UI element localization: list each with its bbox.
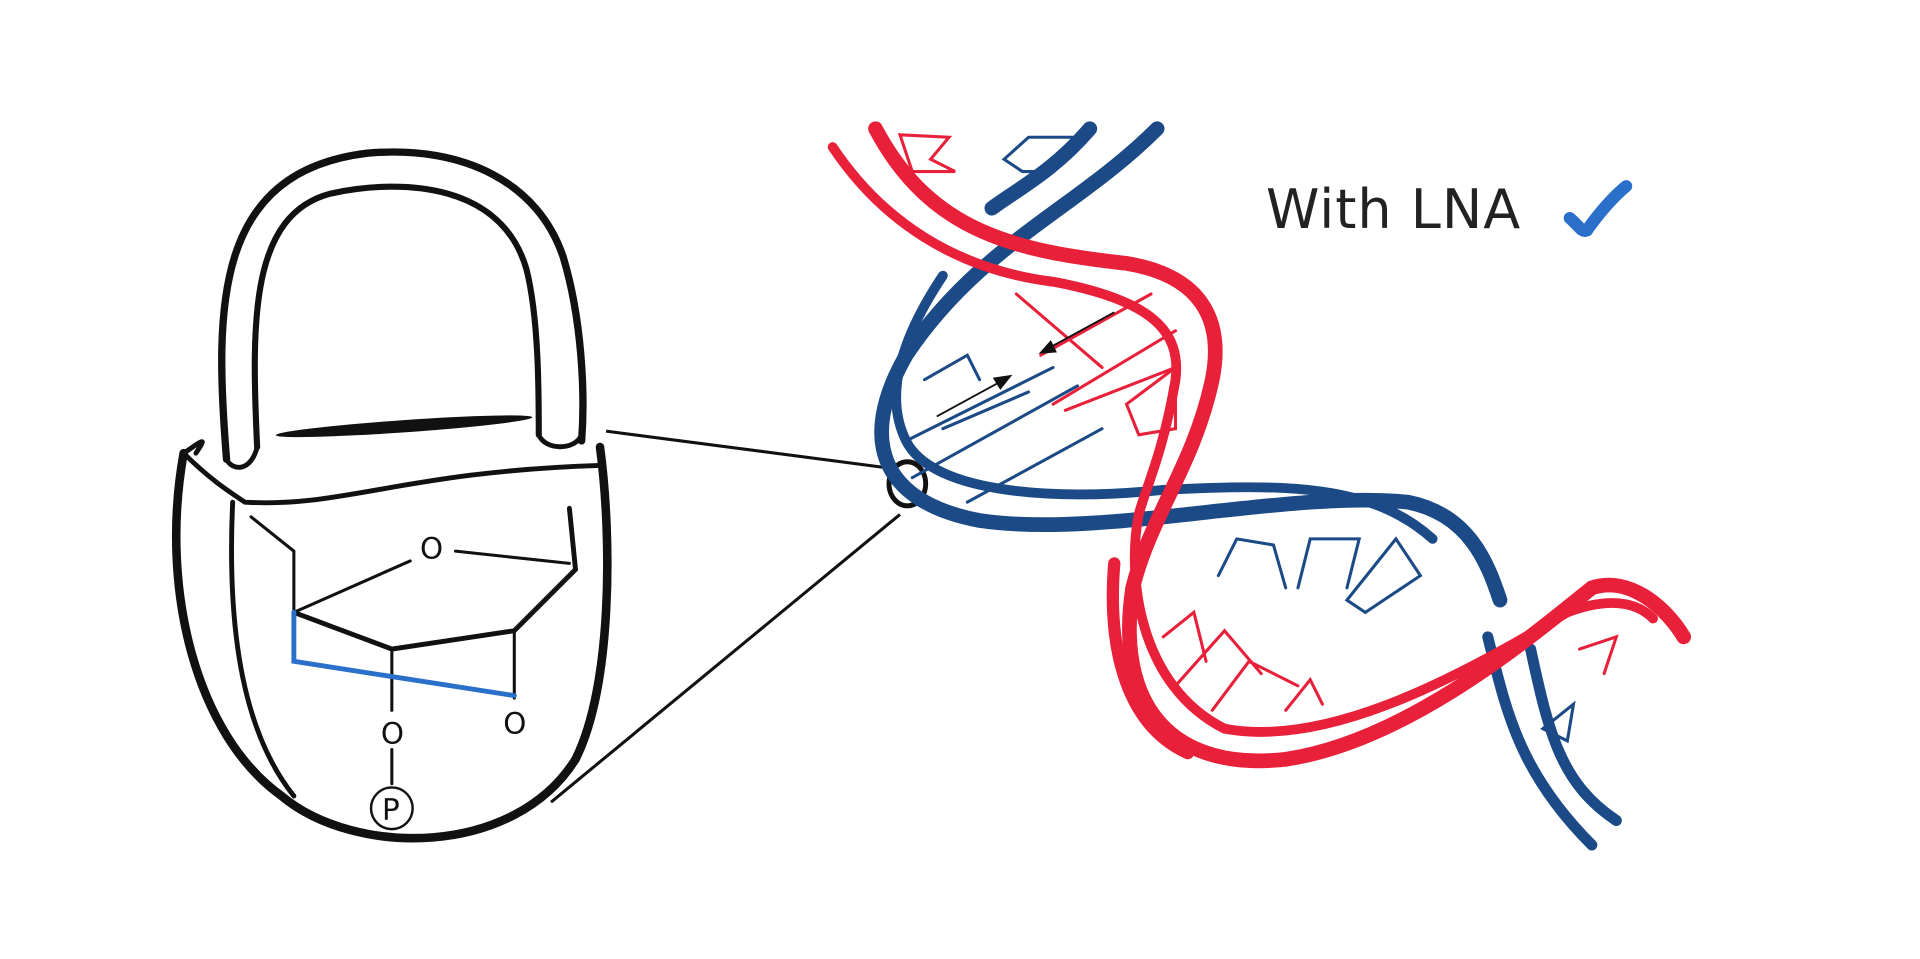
phosphate-oxygen: O — [381, 716, 404, 750]
lna-structure — [249, 505, 579, 831]
red-strand — [868, 121, 1692, 769]
methylene-bridge — [291, 609, 517, 699]
phosphate-circle — [369, 786, 414, 831]
arrows — [936, 311, 1115, 418]
padlock-body — [171, 442, 612, 843]
padlock-shackle-inner — [251, 183, 542, 451]
padlock-bar — [275, 415, 533, 438]
bridge-oxygen: O — [503, 707, 526, 741]
padlock-icon — [171, 148, 612, 843]
ring-oxygen: O — [420, 531, 443, 565]
padlock-shackle-outer — [218, 148, 587, 463]
blue-strand — [874, 121, 1508, 608]
phosphate-label: P — [382, 792, 400, 826]
dna-helix — [827, 121, 1692, 851]
checkmark-icon — [1563, 180, 1633, 237]
with-lna-label: With LNA — [1266, 178, 1522, 241]
